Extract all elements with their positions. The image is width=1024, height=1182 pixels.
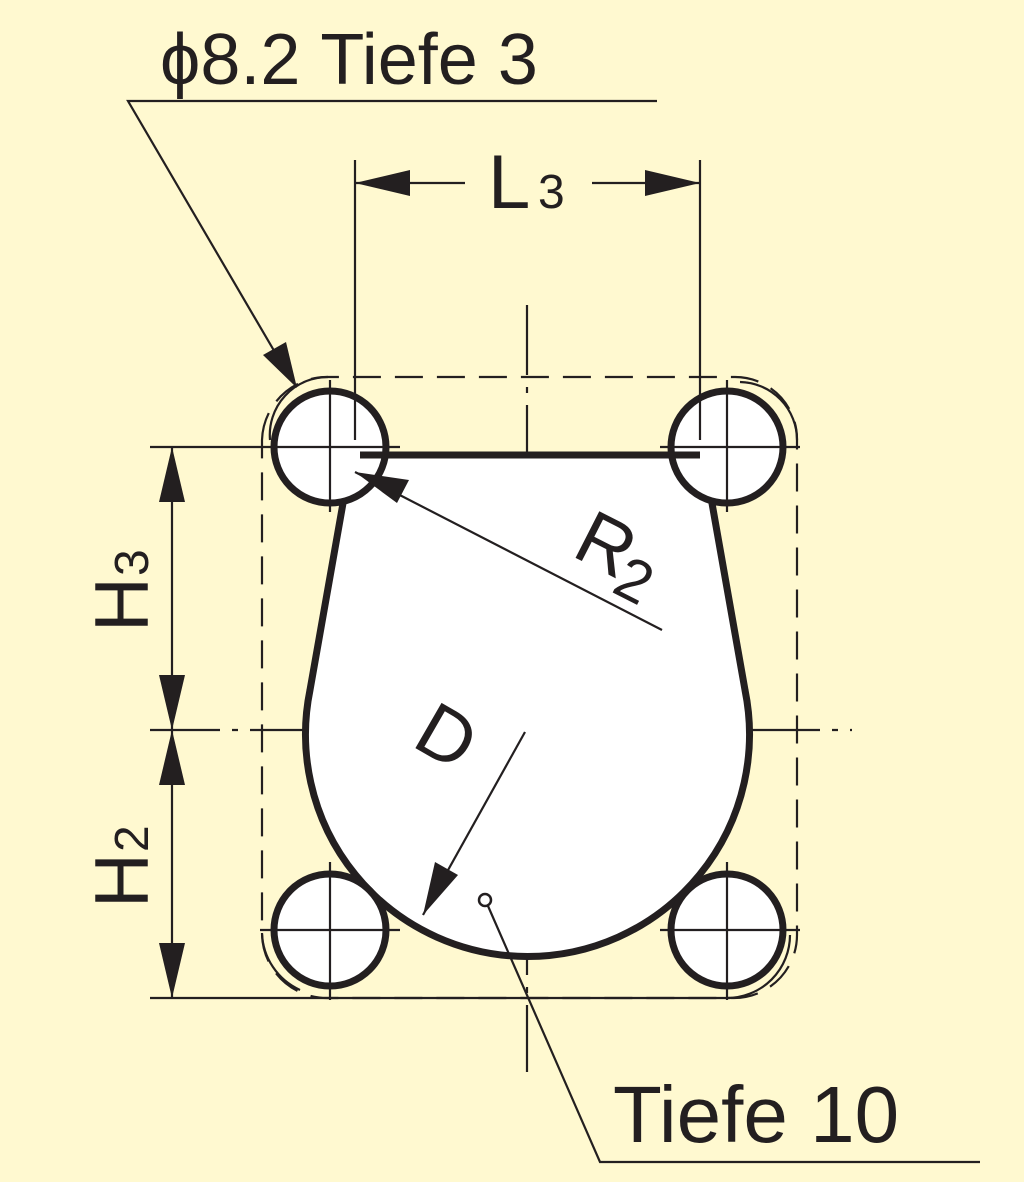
dimension-l3: L 3 xyxy=(355,140,700,225)
dimension-h3-h2: H 3 H 2 xyxy=(80,447,185,998)
hole-spec-callout: ϕ8.2 Tiefe 3 xyxy=(126,20,657,388)
hole-spec-label: ϕ8.2 Tiefe 3 xyxy=(160,20,538,100)
outer-outline-dashed xyxy=(260,375,799,1000)
center-depth-callout: Tiefe 10 xyxy=(477,892,980,1164)
extension-lines xyxy=(150,160,730,1000)
holes xyxy=(260,380,800,1000)
l3-subscript: 3 xyxy=(538,166,565,219)
h2-subscript: 2 xyxy=(106,825,159,852)
h2-label: H xyxy=(80,853,165,908)
outer-outline-solid xyxy=(260,375,799,1000)
pocket-outline xyxy=(302,451,753,960)
h3-label: H xyxy=(80,577,165,632)
depth-center-label: Tiefe 10 xyxy=(613,1070,899,1159)
h3-subscript: 3 xyxy=(106,549,159,576)
l3-label: L xyxy=(488,140,530,225)
